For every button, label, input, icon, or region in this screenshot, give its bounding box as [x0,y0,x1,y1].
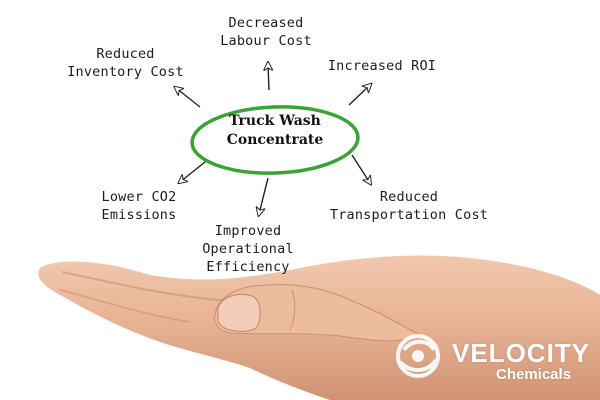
arrow-co2 [180,161,206,182]
node-decreased-labour-cost: Decreased Labour Cost [206,14,326,50]
node-efficiency-line3: Efficiency [206,259,290,275]
node-transport-line2: Transportation Cost [329,207,489,223]
node-improved-operational-efficiency: Improved Operational Efficiency [188,222,308,276]
node-co2-line2: Emissions [101,207,177,223]
logo-subtitle: Chemicals [496,366,572,383]
node-efficiency-line2: Operational [202,241,294,257]
center-label-line2: Concentrate [226,132,324,148]
arrow-efficiency [259,177,269,214]
arrow-labour [268,64,269,91]
node-inventory-line2: Inventory Cost [67,64,184,80]
velocity-logo-icon [396,334,440,378]
node-reduced-transportation-cost: Reduced Transportation Cost [318,188,500,224]
node-efficiency-line1: Improved [214,223,282,239]
node-increased-roi: Increased ROI [312,57,452,75]
node-labour-line1: Decreased [228,15,304,31]
arrow-roi [348,85,370,106]
node-roi-line1: Increased ROI [327,58,437,74]
velocity-logo: VELOCITY Chemicals [452,340,590,383]
logo-wordmark: VELOCITY [452,338,591,368]
arrow-transport [351,154,370,183]
center-label: Truck Wash Concentrate [205,112,345,150]
center-label-line1: Truck Wash [229,113,321,129]
node-transport-line1: Reduced [379,189,439,205]
arrow-inventory [176,88,201,108]
node-inventory-line1: Reduced [96,46,155,62]
node-lower-co2-emissions: Lower CO2 Emissions [84,188,194,224]
node-co2-line1: Lower CO2 [101,189,177,205]
node-reduced-inventory-cost: Reduced Inventory Cost [58,45,193,81]
node-labour-line2: Labour Cost [220,33,312,49]
center-ellipse [190,105,360,175]
